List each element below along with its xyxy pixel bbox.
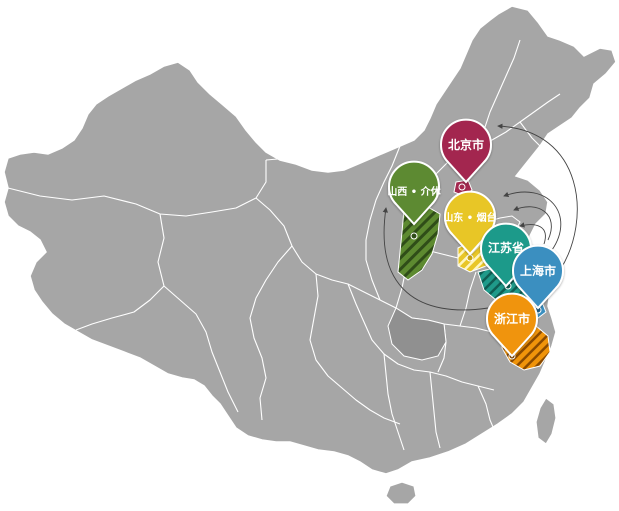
- region-shanxi: [397, 205, 441, 281]
- pin-shape-beijing: [440, 118, 492, 184]
- dot-beijing: [458, 183, 466, 191]
- pin-shape-shanxi: [388, 160, 440, 226]
- arrow-to-jiangsu-a: [513, 205, 552, 241]
- pin-label-shanghai: 上海市: [520, 263, 556, 278]
- dot-shanxi: [410, 232, 418, 240]
- pin-zhejiang[interactable]: 浙江市: [486, 292, 538, 358]
- pin-label-zhejiang: 浙江市: [494, 311, 530, 326]
- arrow-to-beijing: [497, 123, 578, 271]
- pin-label-shandong: 山东 • 烟台: [443, 211, 496, 224]
- pin-shanxi[interactable]: 山西 • 介休: [387, 160, 442, 226]
- hainan-island: [385, 481, 417, 505]
- map-pins: 山西 • 介休 北京市 山东 • 烟台 江苏省 上海市 浙江市: [387, 118, 564, 358]
- pin-shape-shanghai: [512, 244, 564, 310]
- central-region-shade: [387, 307, 447, 361]
- pin-shape-zhejiang: [486, 292, 538, 358]
- pin-shanghai[interactable]: 上海市: [512, 244, 564, 310]
- arrow-to-shandong: [503, 191, 562, 251]
- pin-label-beijing: 北京市: [448, 137, 484, 152]
- pin-label-jiangsu: 江苏省: [488, 240, 524, 255]
- arrow-to-jiangsu-b: [519, 222, 546, 245]
- dot-shandong: [466, 254, 474, 262]
- arrow-to-shanxi: [382, 207, 489, 311]
- pin-label-shanxi: 山西 • 介休: [387, 185, 441, 198]
- taiwan-island: [535, 397, 557, 445]
- pin-beijing[interactable]: 北京市: [440, 118, 492, 184]
